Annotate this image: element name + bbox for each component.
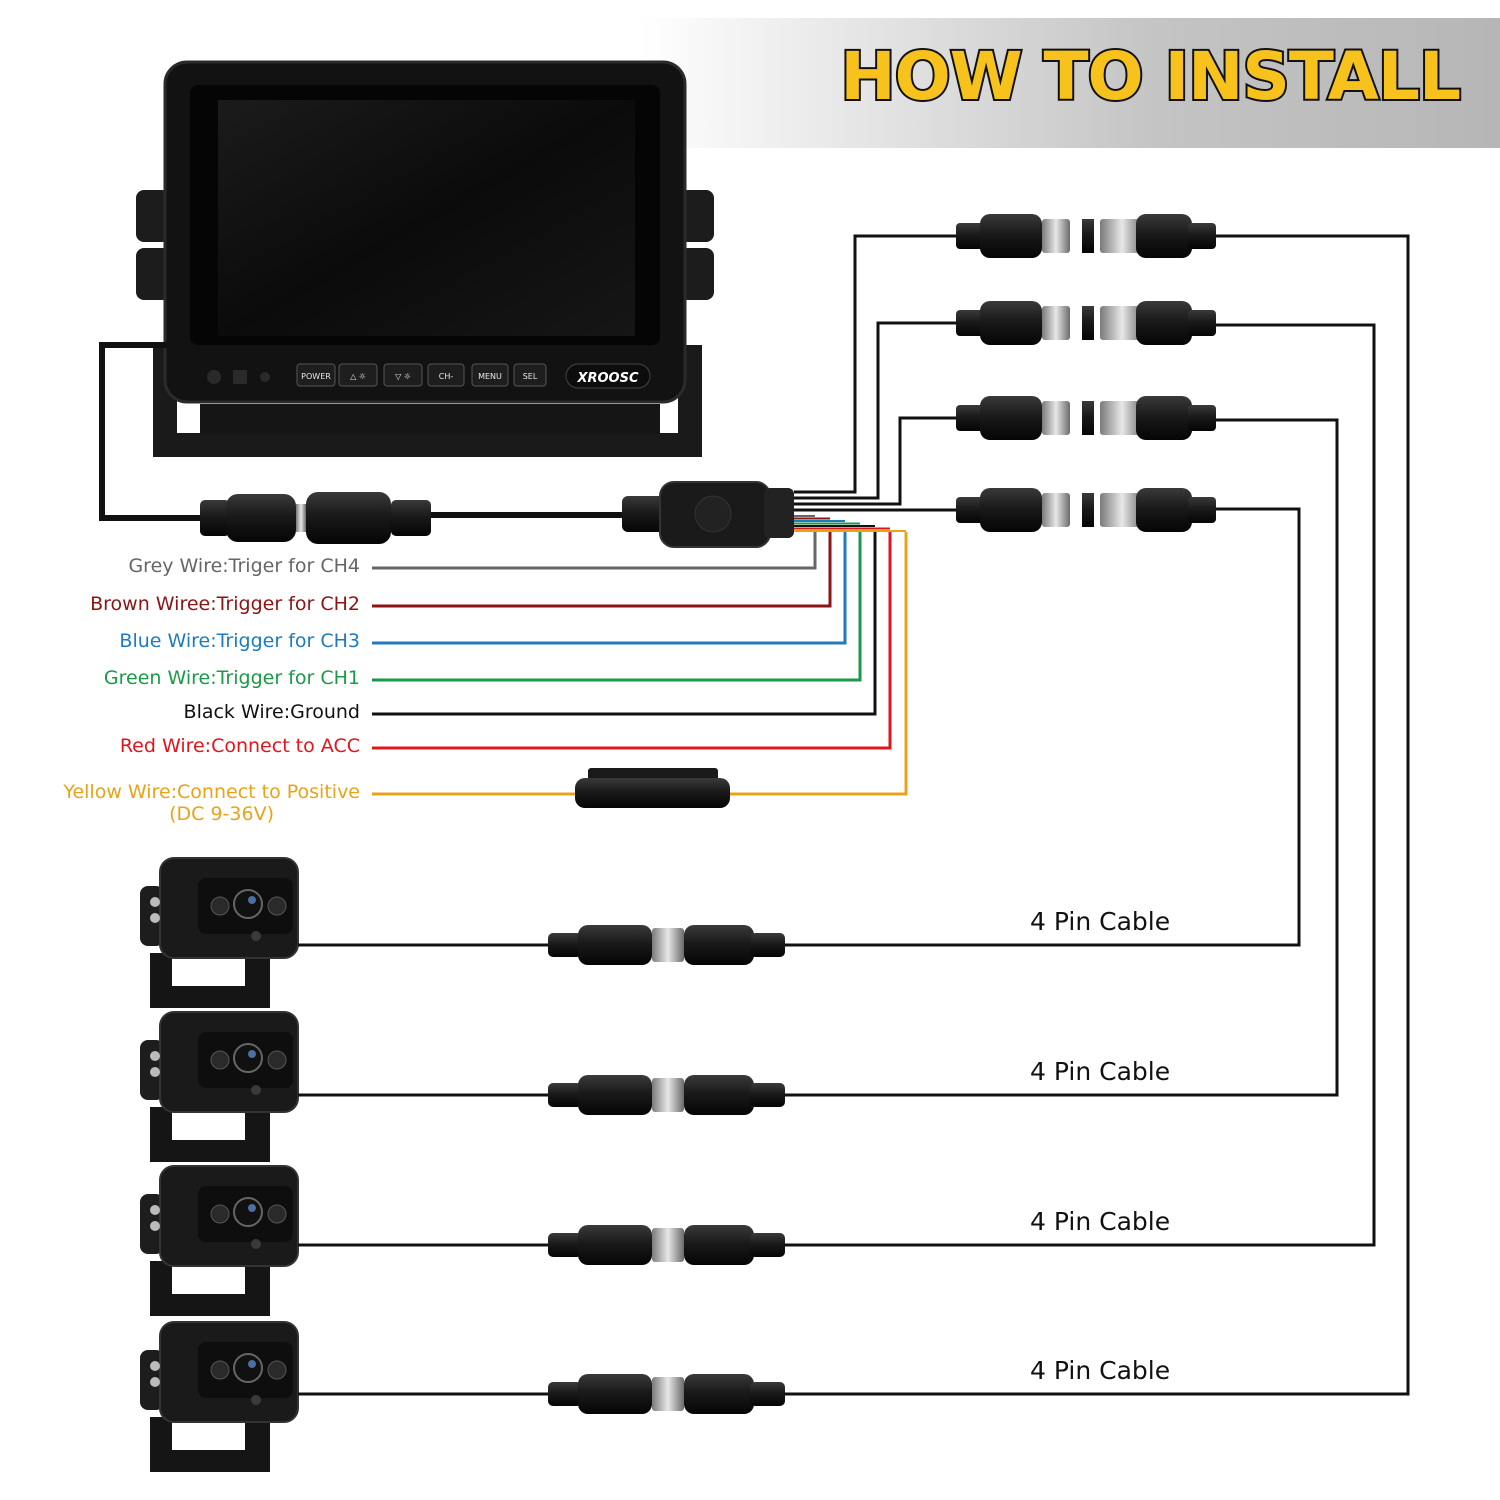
- wire-label-text: Yellow Wire:Connect to Positive: [63, 781, 360, 803]
- monitor-button-label: △ ☼: [350, 372, 366, 381]
- camera-icon: [140, 1321, 299, 1472]
- connector-icon: [548, 1225, 785, 1265]
- connector-pair-2: [956, 301, 1216, 345]
- cable-label: 4 Pin Cable: [1030, 1057, 1171, 1086]
- monitor-button-label: MENU: [478, 372, 502, 381]
- wire-line: [372, 532, 832, 608]
- title-banner: [640, 18, 1500, 148]
- monitor-brand: XROOSC: [576, 371, 638, 386]
- monitor-button-label: CH-: [439, 372, 454, 381]
- wire-label: Yellow Wire:Connect to Positive(DC 9-36V…: [63, 781, 360, 825]
- wire-line: [372, 532, 862, 682]
- wire-line: [372, 532, 877, 716]
- cable-label: 4 Pin Cable: [1030, 1356, 1171, 1385]
- wire-label: Green Wire:Trigger for CH1: [104, 667, 360, 689]
- connector-icon: [548, 925, 785, 965]
- wire-label-text: Brown Wiree:Trigger for CH2: [90, 593, 360, 615]
- connector-icon: [548, 1075, 785, 1115]
- camera-icon: [140, 857, 299, 1008]
- connector-icon: [548, 1374, 785, 1414]
- junction-box-icon: [622, 481, 794, 548]
- wire-line: [730, 532, 908, 796]
- wire-label: Black Wire:Ground: [184, 701, 360, 723]
- connector-pair-3: [956, 396, 1216, 440]
- connector-icon: [200, 492, 431, 544]
- cable-label: 4 Pin Cable: [1030, 907, 1171, 936]
- monitor-button-2: ▽ ☼: [383, 363, 423, 387]
- wire-label-text: Blue Wire:Trigger for CH3: [119, 630, 360, 652]
- camera-icon: [140, 1165, 299, 1316]
- camera-icon: [140, 1011, 299, 1162]
- monitor-button-5: SEL: [513, 363, 547, 387]
- monitor-button-label: SEL: [523, 372, 538, 381]
- wire-label: Brown Wiree:Trigger for CH2: [90, 593, 360, 615]
- wire-label-text: Grey Wire:Triger for CH4: [128, 555, 360, 577]
- monitor-button-0: POWER: [296, 363, 336, 387]
- connector-pair-4: [956, 488, 1216, 532]
- wire-label: Grey Wire:Triger for CH4: [128, 555, 360, 577]
- monitor-button-row: POWER △ ☼ ▽ ☼ CH- MENU SEL: [296, 363, 651, 389]
- monitor-icon: [136, 60, 714, 457]
- wire-label-text: Green Wire:Trigger for CH1: [103, 667, 360, 689]
- wire-line: [372, 532, 847, 645]
- wire-label: Red Wire:Connect to ACC: [120, 735, 360, 757]
- wire-label: Blue Wire:Trigger for CH3: [119, 630, 360, 652]
- cable-label: 4 Pin Cable: [1030, 1207, 1171, 1236]
- connector-pair-1: [956, 214, 1216, 258]
- wire-sublabel-text: (DC 9-36V): [169, 803, 274, 825]
- fuse-holder-icon: [575, 768, 730, 808]
- wire-label-text: Red Wire:Connect to ACC: [119, 735, 360, 757]
- page-title: HOW TO INSTALL: [838, 36, 1463, 117]
- wire-line: [372, 532, 892, 750]
- monitor-button-label: ▽ ☼: [395, 372, 411, 381]
- monitor-button-3: CH-: [427, 363, 465, 387]
- wire-label-text: Black Wire:Ground: [183, 701, 360, 723]
- monitor-button-label: POWER: [301, 372, 331, 381]
- monitor-button-1: △ ☼: [338, 363, 378, 387]
- wire-line: [372, 532, 817, 570]
- monitor-button-4: MENU: [471, 363, 509, 387]
